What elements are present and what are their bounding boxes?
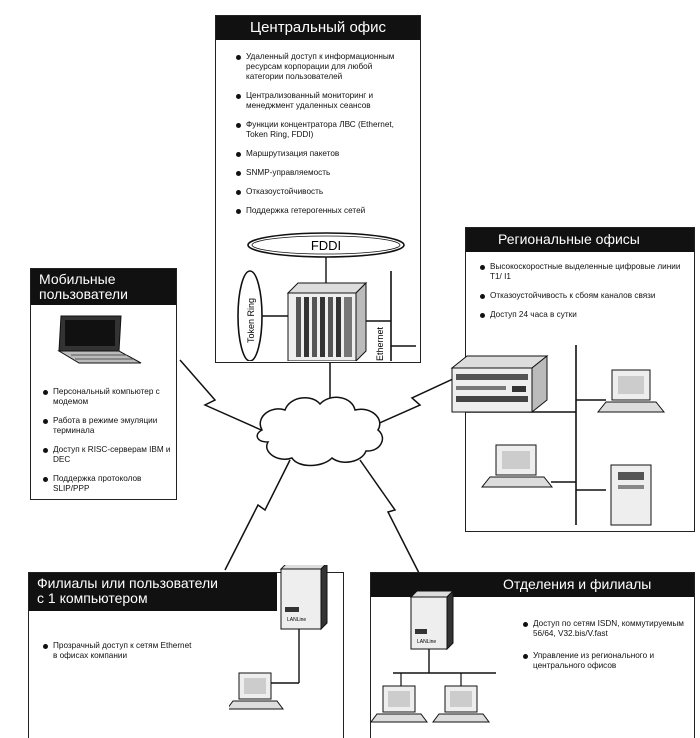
list-item: Поддержка гетерогенных сетей xyxy=(236,206,411,216)
list-item: Работа в режиме эмуляции терминала xyxy=(43,416,171,436)
central-office-list: Удаленный доступ к информационным ресурс… xyxy=(236,52,411,225)
list-item: Функции концентратора ЛВС (Ethernet, Tok… xyxy=(236,120,411,140)
list-item: Удаленный доступ к информационным ресурс… xyxy=(236,52,411,82)
list-item: Персональный компьютер с модемом xyxy=(43,387,171,407)
departments-branches-list: Доступ по сетям ISDN, коммутируемым 56/6… xyxy=(523,619,688,680)
central-network-drawing: FDDI Token Ring Ethernet xyxy=(237,232,416,361)
workstation-icon xyxy=(432,685,490,723)
regional-hub-icon xyxy=(450,354,549,414)
list-item: Управление из регионального и центрально… xyxy=(523,651,688,671)
list-item: Отказоустойчивость xyxy=(236,187,411,197)
mobile-users-title: Мобильные пользователи xyxy=(31,269,176,305)
list-item: Отказоустойчивость к сбоям каналов связи xyxy=(480,291,685,301)
token-ring-label: Token Ring xyxy=(246,298,256,343)
laptop-icon xyxy=(57,315,142,364)
lanline-label: LANLine xyxy=(417,639,436,645)
branches-network-drawing: LANLine xyxy=(371,591,496,723)
regional-offices-title: Региональные офисы xyxy=(466,228,694,252)
mobile-users-list: Персональный компьютер с модемом Работа … xyxy=(43,387,171,503)
central-office-panel: Центральный офис Удаленный доступ к инфо… xyxy=(215,15,421,363)
central-office-title: Центральный офис xyxy=(216,16,420,40)
list-item: Централизованный мониторинг и менеджмент… xyxy=(236,91,411,111)
single-user-branch-panel: Филиалы или пользователи с 1 компьютером… xyxy=(28,565,344,738)
ethernet-label: Ethernet xyxy=(375,326,385,361)
lanline-label: LANLine xyxy=(287,617,306,623)
list-item: Высокоскоростные выделенные цифровые лин… xyxy=(480,262,685,282)
server-tower-icon xyxy=(610,464,652,526)
workstation-icon xyxy=(229,672,284,710)
link-branch-cloud xyxy=(224,459,291,571)
lanline-device-icon xyxy=(279,565,328,631)
list-item: Доступ 24 часа в сутки xyxy=(480,310,685,320)
mobile-users-title-line2: пользователи xyxy=(39,286,128,303)
workstation-icon xyxy=(480,444,554,488)
list-item: Доступ по сетям ISDN, коммутируемым 56/6… xyxy=(523,619,688,639)
mobile-users-panel: Мобильные пользователи Персональный комп… xyxy=(30,268,177,500)
workstation-icon xyxy=(596,369,666,413)
departments-branches-panel: Отделения и филиалы LANLine Доступ по се… xyxy=(370,572,695,738)
single-user-branch-list: Прозрачный доступ к сетям Ethernet в офи… xyxy=(43,641,193,670)
workstation-icon xyxy=(371,685,428,723)
single-user-branch-title-line2: с 1 компьютером xyxy=(37,590,148,607)
regional-offices-list: Высокоскоростные выделенные цифровые лин… xyxy=(480,262,685,329)
fddi-label: FDDI xyxy=(311,238,341,253)
single-user-branch-title-line1: Филиалы или пользователи xyxy=(37,575,218,591)
list-item: Доступ к RISC-серверам IBM и DEC xyxy=(43,445,171,465)
list-item: Поддержка протоколов SLIP/PPP xyxy=(43,474,171,494)
cloud-shape xyxy=(256,396,384,467)
hub-device xyxy=(286,281,368,361)
list-item: Маршрутизация пакетов xyxy=(236,149,411,159)
single-user-drawing: LANLine xyxy=(229,565,328,710)
list-item: Прозрачный доступ к сетям Ethernet в офи… xyxy=(43,641,193,661)
mobile-users-title-line1: Мобильные xyxy=(39,271,116,287)
single-user-branch-title: Филиалы или пользователи с 1 компьютером xyxy=(29,573,277,611)
lanline-device-icon xyxy=(409,591,454,651)
link-mobile-cloud xyxy=(179,359,269,434)
list-item: SNMP-управляемость xyxy=(236,168,411,178)
link-branches2-cloud xyxy=(359,459,421,576)
link-regional-cloud xyxy=(374,377,456,426)
